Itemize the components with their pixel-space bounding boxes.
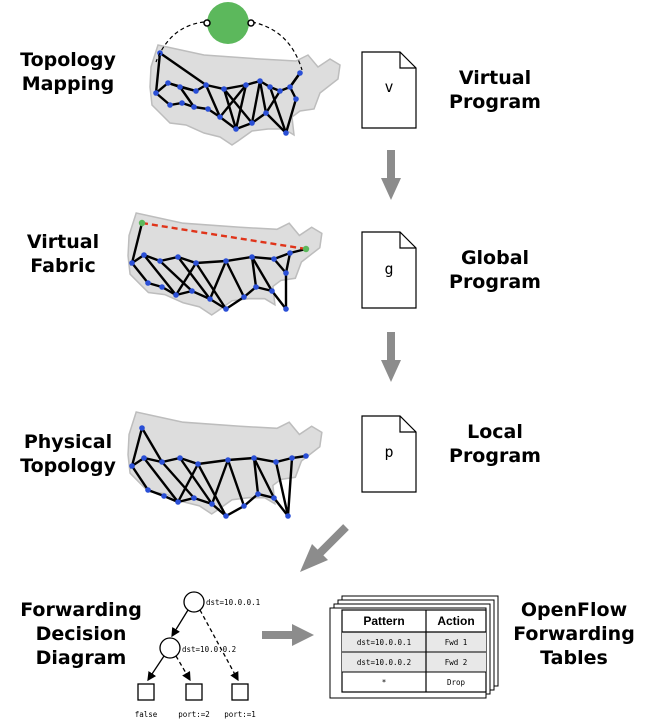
label-line: Local <box>467 421 523 443</box>
arrow-fdd-to-tables <box>262 624 314 646</box>
fdd-leaf-false: false <box>135 710 158 719</box>
map-virtual-fabric <box>127 212 323 316</box>
label-line: Physical <box>23 431 113 453</box>
arrow-local-to-fdd <box>300 524 349 572</box>
label-virtual-program: Virtual Program <box>440 66 550 114</box>
doc-letter-g: g <box>384 260 393 278</box>
map-physical-topology <box>127 411 323 519</box>
doc-letter-v: v <box>384 78 393 96</box>
table-header-pattern: Pattern <box>363 614 404 628</box>
label-line: OpenFlow <box>520 599 628 621</box>
label-local-program: Local Program <box>440 420 550 468</box>
label-global-program: Global Program <box>440 246 550 294</box>
label-line: Topology <box>20 455 116 477</box>
openflow-table-stack: Pattern Action dst=10.0.0.1 Fwd 1 dst=10… <box>329 595 499 699</box>
table-cell: Fwd 1 <box>445 638 468 647</box>
fdd-root-test: dst=10.0.0.1 <box>206 598 260 607</box>
label-topology-mapping: Topology Mapping <box>12 48 124 96</box>
table-cell: Fwd 2 <box>445 658 468 667</box>
label-line: Virtual <box>26 231 100 253</box>
doc-letter-p: p <box>384 443 393 461</box>
label-line: Forwarding <box>513 623 635 645</box>
doc-global-program: g <box>361 231 417 309</box>
map-topology-mapping <box>149 44 341 146</box>
label-line: Program <box>449 271 541 293</box>
table-header-action: Action <box>437 614 474 628</box>
label-line: Fabric <box>30 255 96 277</box>
doc-virtual-program: v <box>361 51 417 129</box>
fdd-diagram: dst=10.0.0.1 dst=10.0.0.2 false port:=2 … <box>135 591 260 719</box>
label-physical-topology: Physical Topology <box>12 430 124 478</box>
label-line: Tables <box>540 647 608 669</box>
label-line: Global <box>460 247 530 269</box>
label-virtual-fabric: Virtual Fabric <box>12 230 114 278</box>
table-cell: Drop <box>447 678 466 687</box>
label-openflow-tables: OpenFlow Forwarding Tables <box>508 598 640 670</box>
label-line: Diagram <box>35 647 127 669</box>
label-line: Decision <box>35 623 127 645</box>
table-cell: * <box>382 678 387 687</box>
label-forwarding-decision-diagram: Forwarding Decision Diagram <box>14 598 148 670</box>
arrow-global-to-local <box>381 332 401 382</box>
fdd-leaf-port1: port:=1 <box>224 710 256 719</box>
label-line: Forwarding <box>20 599 142 621</box>
label-line: Topology <box>20 49 116 71</box>
fdd-child-test: dst=10.0.0.2 <box>182 645 236 654</box>
label-line: Program <box>449 445 541 467</box>
label-line: Virtual <box>458 67 532 89</box>
virtual-switch-node <box>155 2 303 71</box>
fdd-leaf-port2: port:=2 <box>178 710 210 719</box>
label-line: Mapping <box>21 73 115 95</box>
doc-local-program: p <box>361 415 417 493</box>
table-cell: dst=10.0.0.2 <box>357 658 411 667</box>
label-line: Program <box>449 91 541 113</box>
arrow-virtual-to-global <box>381 150 401 200</box>
table-cell: dst=10.0.0.1 <box>357 638 411 647</box>
